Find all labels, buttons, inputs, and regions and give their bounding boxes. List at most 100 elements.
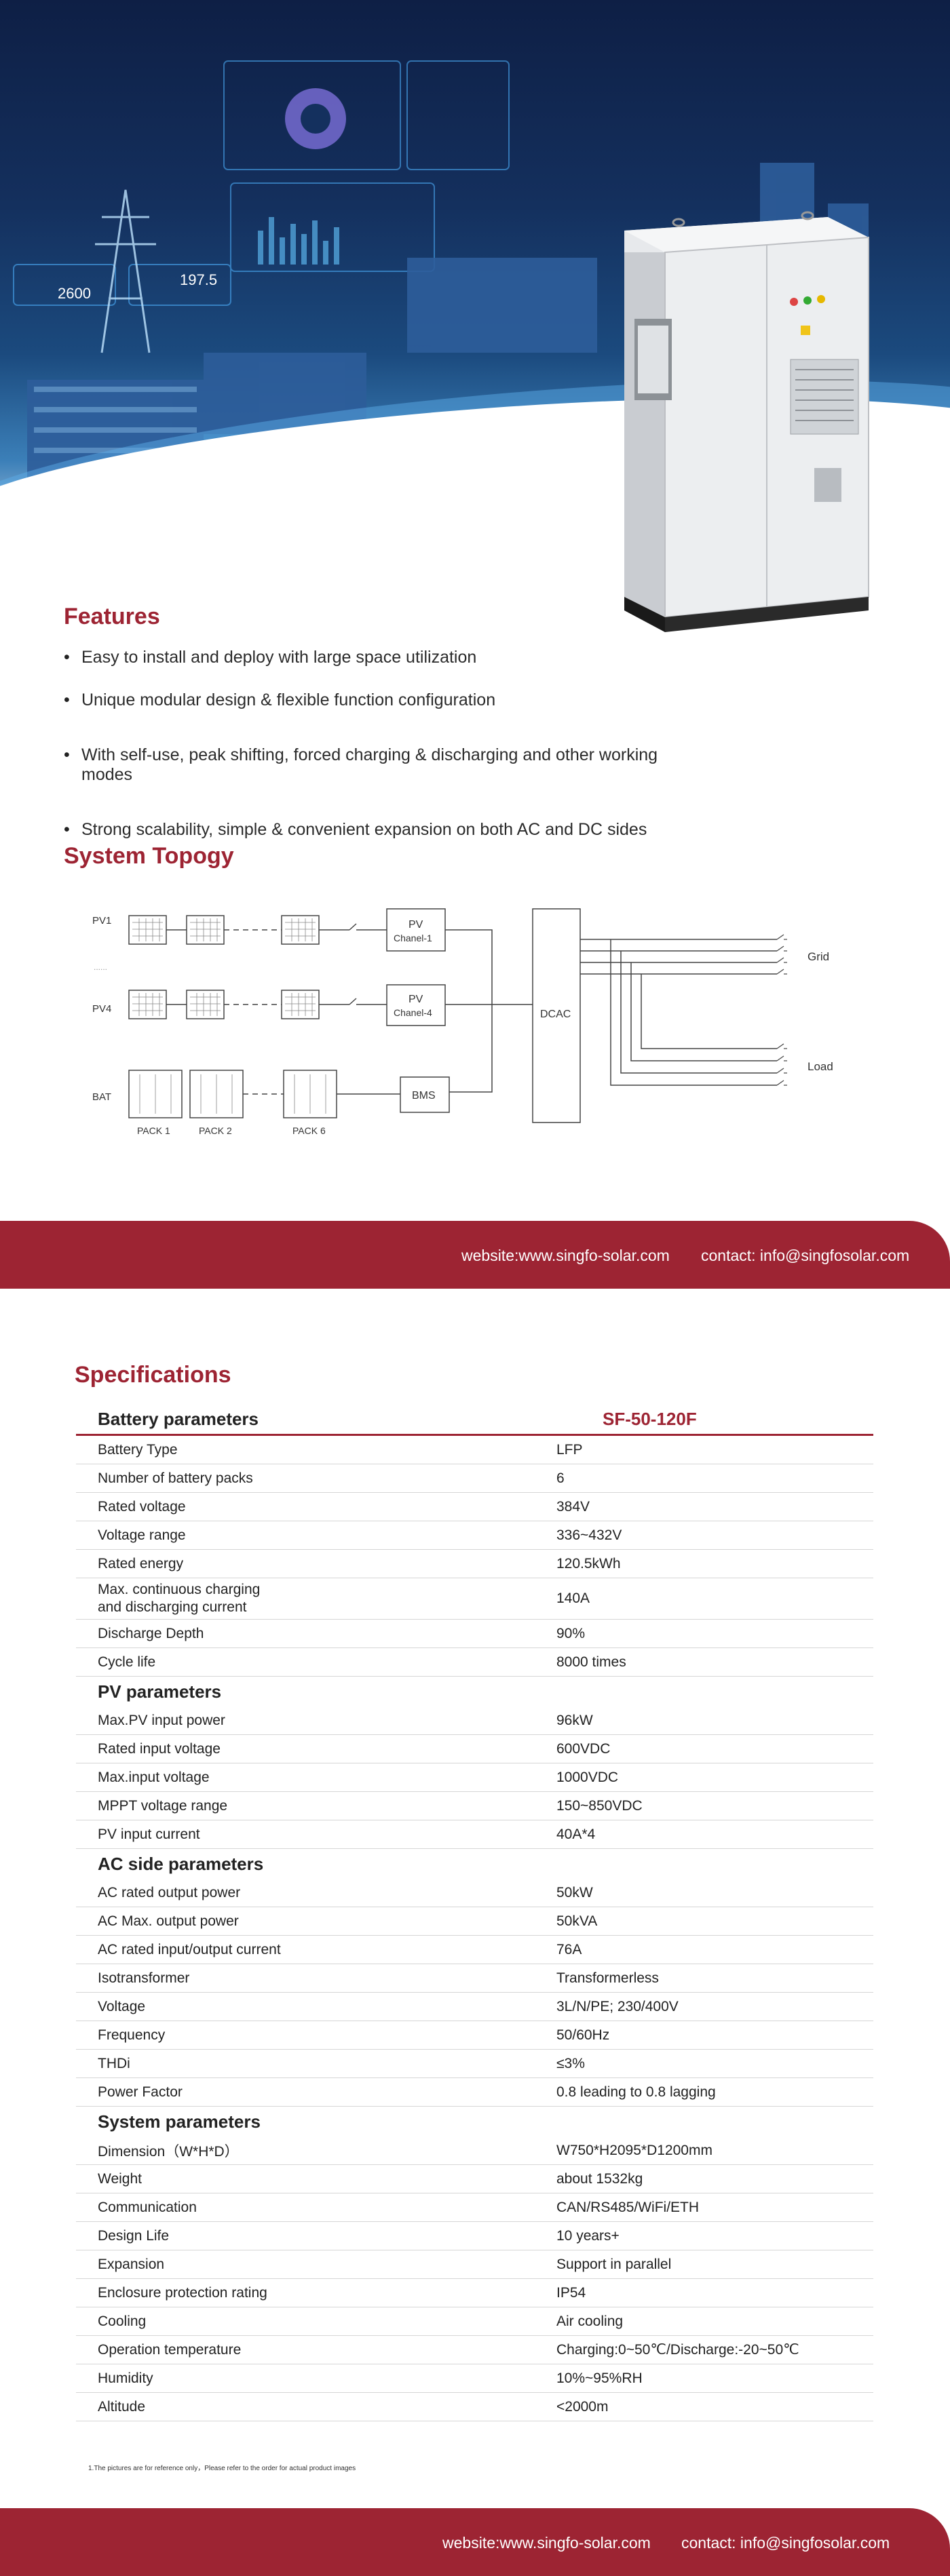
pv4-label: PV4 <box>92 1003 111 1015</box>
website-link[interactable]: website:www.singfo-solar.com <box>461 1247 670 1264</box>
spec-value: 50/60Hz <box>544 2021 873 2050</box>
topology-title: System Topogy <box>64 843 234 869</box>
spec-value: 120.5kWh <box>544 1549 873 1578</box>
spec-label: Rated voltage <box>76 1492 544 1521</box>
spec-label: Design Life <box>76 2221 544 2250</box>
spec-value: CAN/RS485/WiFi/ETH <box>544 2193 873 2222</box>
spec-table: Battery parameters SF-50-120F Battery Ty… <box>76 1404 873 2421</box>
spec-label: AC rated input/output current <box>76 1935 544 1964</box>
spec-value: IP54 <box>544 2278 873 2307</box>
spec-value: <2000m <box>544 2392 873 2421</box>
spec-value: 50kVA <box>544 1907 873 1936</box>
battery-parameters-heading: Battery parameters <box>76 1404 544 1436</box>
feature-item: Easy to install and deploy with large sp… <box>64 648 674 667</box>
spec-group-heading: AC side parameters <box>76 1849 873 1879</box>
spec-value: about 1532kg <box>544 2164 873 2193</box>
footer-bar-top: website:www.singfo-solar.com contact: in… <box>0 1221 950 1289</box>
grid-label: Grid <box>808 950 829 963</box>
spec-group-title: AC side parameters <box>98 1853 264 1874</box>
spec-label: Max. continuous charging and discharging… <box>76 1578 544 1620</box>
hero-value-right: 197.5 <box>180 271 217 288</box>
spec-label: Communication <box>76 2193 544 2222</box>
spec-value: W750*H2095*D1200mm <box>544 2136 873 2165</box>
spec-value: 10%~95%RH <box>544 2364 873 2393</box>
spec-value: 384V <box>544 1492 873 1521</box>
spec-label: Voltage range <box>76 1521 544 1550</box>
spec-label: Cooling <box>76 2307 544 2336</box>
spec-value: 3L/N/PE; 230/400V <box>544 1992 873 2021</box>
contact-email[interactable]: contact: info@singfosolar.com <box>701 1247 910 1264</box>
topology-diagram: PV1 PV4 BAT ...... PV Chanel-1 PV Chanel… <box>92 908 833 1136</box>
spec-label: Power Factor <box>76 2077 544 2107</box>
spec-label: Weight <box>76 2164 544 2193</box>
pack1-label: PACK 1 <box>137 1125 170 1136</box>
footer-bar-bottom: website:www.singfo-solar.com contact: in… <box>0 2508 950 2576</box>
bat-label: BAT <box>92 1091 111 1103</box>
spec-value: 8000 times <box>544 1647 873 1677</box>
spec-value: 6 <box>544 1464 873 1493</box>
spec-value: 76A <box>544 1935 873 1964</box>
pack6-label: PACK 6 <box>292 1125 326 1136</box>
spec-value: 600VDC <box>544 1734 873 1763</box>
feature-item: With self-use, peak shifting, forced cha… <box>64 745 674 785</box>
bms-box <box>400 1076 450 1113</box>
spec-label: Max.input voltage <box>76 1763 544 1792</box>
spec-label: Enclosure protection rating <box>76 2278 544 2307</box>
pv-channel-4-title: PV <box>408 994 423 1005</box>
spec-label: MPPT voltage range <box>76 1791 544 1820</box>
spec-value: 90% <box>544 1619 873 1648</box>
spec-label: Operation temperature <box>76 2335 544 2364</box>
spec-value: Transformerless <box>544 1964 873 1993</box>
spec-label: AC rated output power <box>76 1879 544 1907</box>
pv-ellipsis: ...... <box>94 962 107 972</box>
pv-channel-4-box <box>386 984 446 1026</box>
pv-channel-1-title: PV <box>408 919 423 931</box>
spec-group-title: PV parameters <box>98 1681 222 1702</box>
hero-value-left: 2600 <box>58 285 91 302</box>
spec-label: Rated energy <box>76 1549 544 1578</box>
spec-label: AC Max. output power <box>76 1907 544 1936</box>
spec-label: Voltage <box>76 1992 544 2021</box>
spec-label: PV input current <box>76 1820 544 1849</box>
spec-label: Discharge Depth <box>76 1619 544 1648</box>
spec-label: Frequency <box>76 2021 544 2050</box>
contact-email[interactable]: contact: info@singfosolar.com <box>681 2534 890 2552</box>
spec-value: 0.8 leading to 0.8 lagging <box>544 2077 873 2107</box>
spec-value: Air cooling <box>544 2307 873 2336</box>
bms-label: BMS <box>412 1090 436 1101</box>
spec-row: Dimension（W*H*D）W750*H2095*D1200mm <box>76 2136 873 2165</box>
spec-value: 10 years+ <box>544 2221 873 2250</box>
spec-value: 50kW <box>544 1879 873 1907</box>
spec-group-heading: PV parameters <box>76 1677 873 1707</box>
spec-value: Charging:0~50℃/Discharge:-20~50℃ <box>544 2335 873 2364</box>
spec-label: THDi <box>76 2049 544 2078</box>
spec-label: Number of battery packs <box>76 1464 544 1493</box>
spec-value: 140A <box>544 1578 873 1620</box>
spec-label: Isotransformer <box>76 1964 544 1993</box>
spec-group-title: System parameters <box>98 2111 261 2132</box>
spec-value: 150~850VDC <box>544 1791 873 1820</box>
spec-label: Max.PV input power <box>76 1706 544 1735</box>
features-title: Features <box>64 604 160 629</box>
features-list: Easy to install and deploy with large sp… <box>64 648 674 863</box>
website-link[interactable]: website:www.singfo-solar.com <box>442 2534 651 2552</box>
